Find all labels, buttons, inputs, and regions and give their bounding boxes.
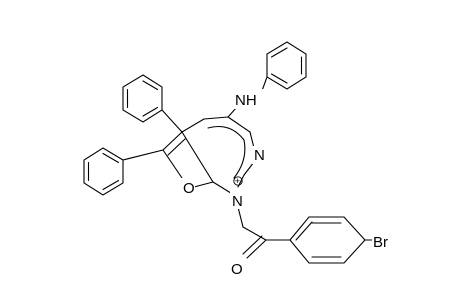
furan-ring bbox=[162, 131, 214, 188]
furan-oxygen-label: O bbox=[183, 180, 195, 197]
bromophenyl-ring bbox=[289, 216, 366, 264]
amine-nh-label: NH bbox=[235, 92, 257, 109]
bond-carbonyl-b bbox=[242, 235, 263, 255]
bond-n-ch2 bbox=[237, 206, 244, 228]
bromine-label: Br bbox=[373, 234, 388, 251]
bond-c6-phenyl bbox=[122, 149, 164, 161]
bond-ch2-co bbox=[242, 226, 267, 241]
phenyl-ring-anilino bbox=[266, 41, 307, 90]
positive-charge-marker: + bbox=[233, 176, 243, 186]
phenyl-ring-c6 bbox=[83, 147, 124, 196]
carbonyl-oxygen-label: O bbox=[231, 261, 243, 278]
charge-sign: + bbox=[235, 176, 240, 186]
ring-nitrogen-label: N bbox=[254, 147, 265, 164]
bond-carbonyl-a bbox=[246, 239, 267, 259]
cationic-nitrogen-label: N bbox=[232, 193, 243, 210]
bond-c5-phenyl bbox=[161, 109, 183, 133]
phenyl-ring-c5 bbox=[122, 74, 163, 123]
